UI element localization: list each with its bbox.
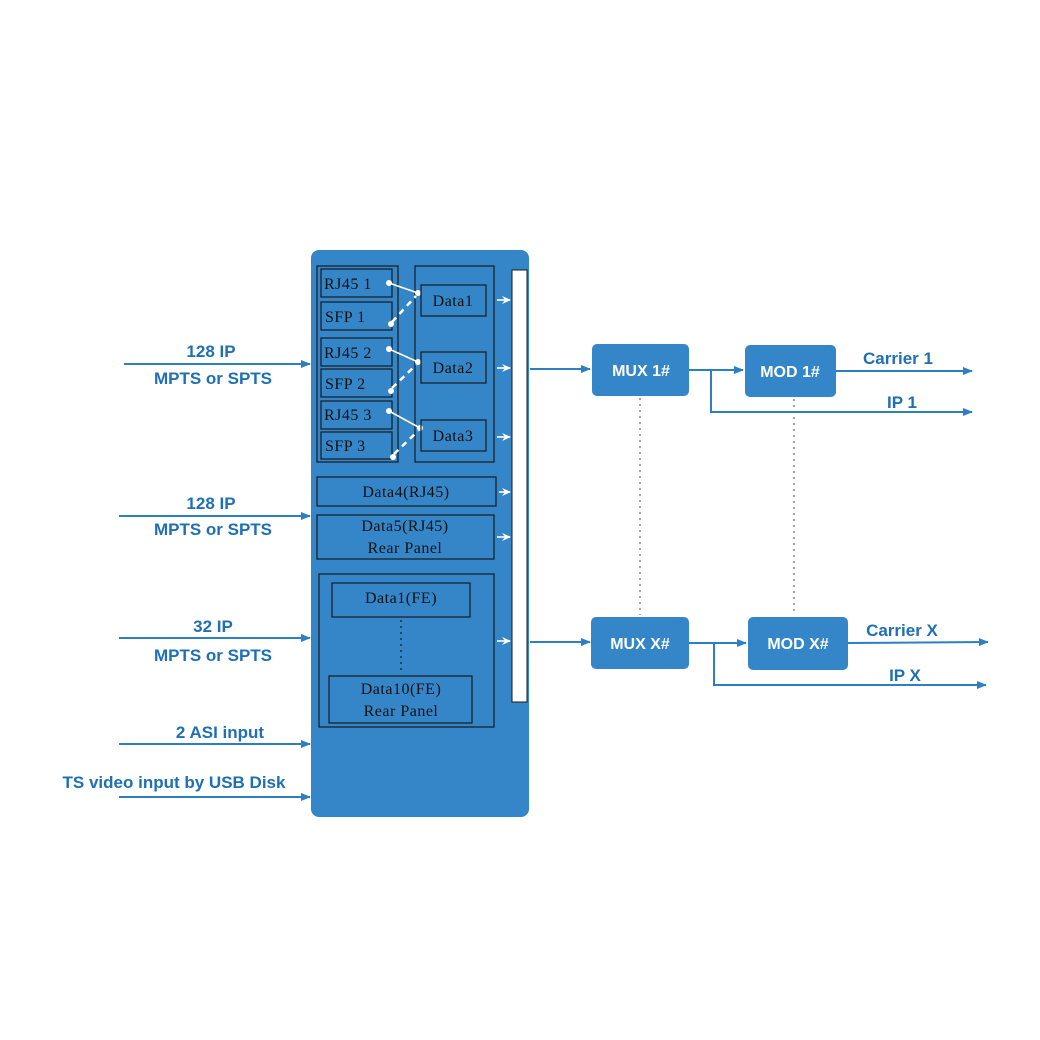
svg-text:Data5(RJ45): Data5(RJ45) [361,518,448,535]
input-2-subtitle: MPTS or SPTS [154,520,272,539]
fe-data-first-box: Data1(FE) [331,582,471,618]
svg-text:RJ45 1: RJ45 1 [324,276,372,293]
data-3-box: Data3 [420,419,487,452]
svg-text:SFP 2: SFP 2 [325,376,366,393]
ip-x-label: IP X [889,666,921,685]
data-2-box: Data2 [420,351,487,384]
fe-group-frame [318,573,495,728]
svg-text:RJ45 2: RJ45 2 [324,345,372,362]
svg-text:Data2: Data2 [433,360,474,377]
switch-connector-1 [386,280,421,327]
input-3-subtitle: MPTS or SPTS [154,646,272,665]
svg-text:MUX 1#: MUX 1# [612,363,670,380]
ip-1-label: IP 1 [887,393,917,412]
input-asi-label: 2 ASI input [176,723,264,742]
svg-text:Data10(FE): Data10(FE) [361,681,442,698]
svg-text:Data1(FE): Data1(FE) [365,590,437,607]
input-group-1: 128 IP MPTS or SPTS [124,342,311,388]
bus-input-arrows [497,296,511,645]
data-bus-bar [511,269,528,703]
switch-connector-2 [386,346,421,394]
port-rj45-3: RJ45 3 [320,400,393,430]
svg-text:SFP 1: SFP 1 [325,309,366,326]
svg-text:Rear Panel: Rear Panel [364,703,439,720]
input-1-title: 128 IP [186,342,235,361]
input-panel-background [311,250,529,817]
port-column-frame [316,265,399,463]
input-panel: RJ45 1 SFP 1 RJ45 2 SFP 2 RJ45 3 SFP 3 [311,250,529,817]
input-3-title: 32 IP [193,617,233,636]
input-1-subtitle: MPTS or SPTS [154,369,272,388]
svg-text:Data4(RJ45): Data4(RJ45) [362,484,449,501]
data-1-box: Data1 [420,284,487,317]
input-group-3: 32 IP MPTS or SPTS [119,617,311,665]
data-column-frame [414,265,495,463]
port-sfp-3: SFP 3 [320,431,393,460]
carrier-1-label: Carrier 1 [863,349,933,368]
mux-1-block: MUX 1# [592,344,689,396]
svg-text:MOD X#: MOD X# [767,636,828,653]
mod-x-block: MOD X# [748,617,848,670]
ip-1-output-arrow [710,370,973,416]
input-group-2: 128 IP MPTS or SPTS [119,494,311,539]
mux-x-block: MUX X# [591,617,689,669]
fe-data-last-box: Data10(FE) Rear Panel [328,675,473,724]
port-rj45-2: RJ45 2 [320,337,393,367]
ip-x-output-arrow [713,643,987,689]
mod-1-block: MOD 1# [745,345,836,397]
svg-text:Data3: Data3 [433,428,474,445]
carrier-x-label: Carrier X [866,621,938,640]
svg-text:MUX X#: MUX X# [610,636,670,653]
svg-text:Rear Panel: Rear Panel [368,540,443,557]
data-4-box: Data4(RJ45) [316,476,497,507]
data-5-box: Data5(RJ45) Rear Panel [316,514,495,560]
svg-text:Data1: Data1 [433,293,474,310]
input-group-asi: 2 ASI input [119,723,311,748]
input-usb-label: TS video input by USB Disk [63,773,286,792]
svg-text:RJ45 3: RJ45 3 [324,407,372,424]
svg-text:MOD 1#: MOD 1# [760,364,820,381]
port-sfp-1: SFP 1 [320,301,393,331]
carrier-x-output-arrow [847,638,989,647]
port-sfp-2: SFP 2 [320,368,393,398]
svg-text:SFP 3: SFP 3 [325,438,366,455]
input-2-title: 128 IP [186,494,235,513]
input-group-usb: TS video input by USB Disk [63,773,311,801]
